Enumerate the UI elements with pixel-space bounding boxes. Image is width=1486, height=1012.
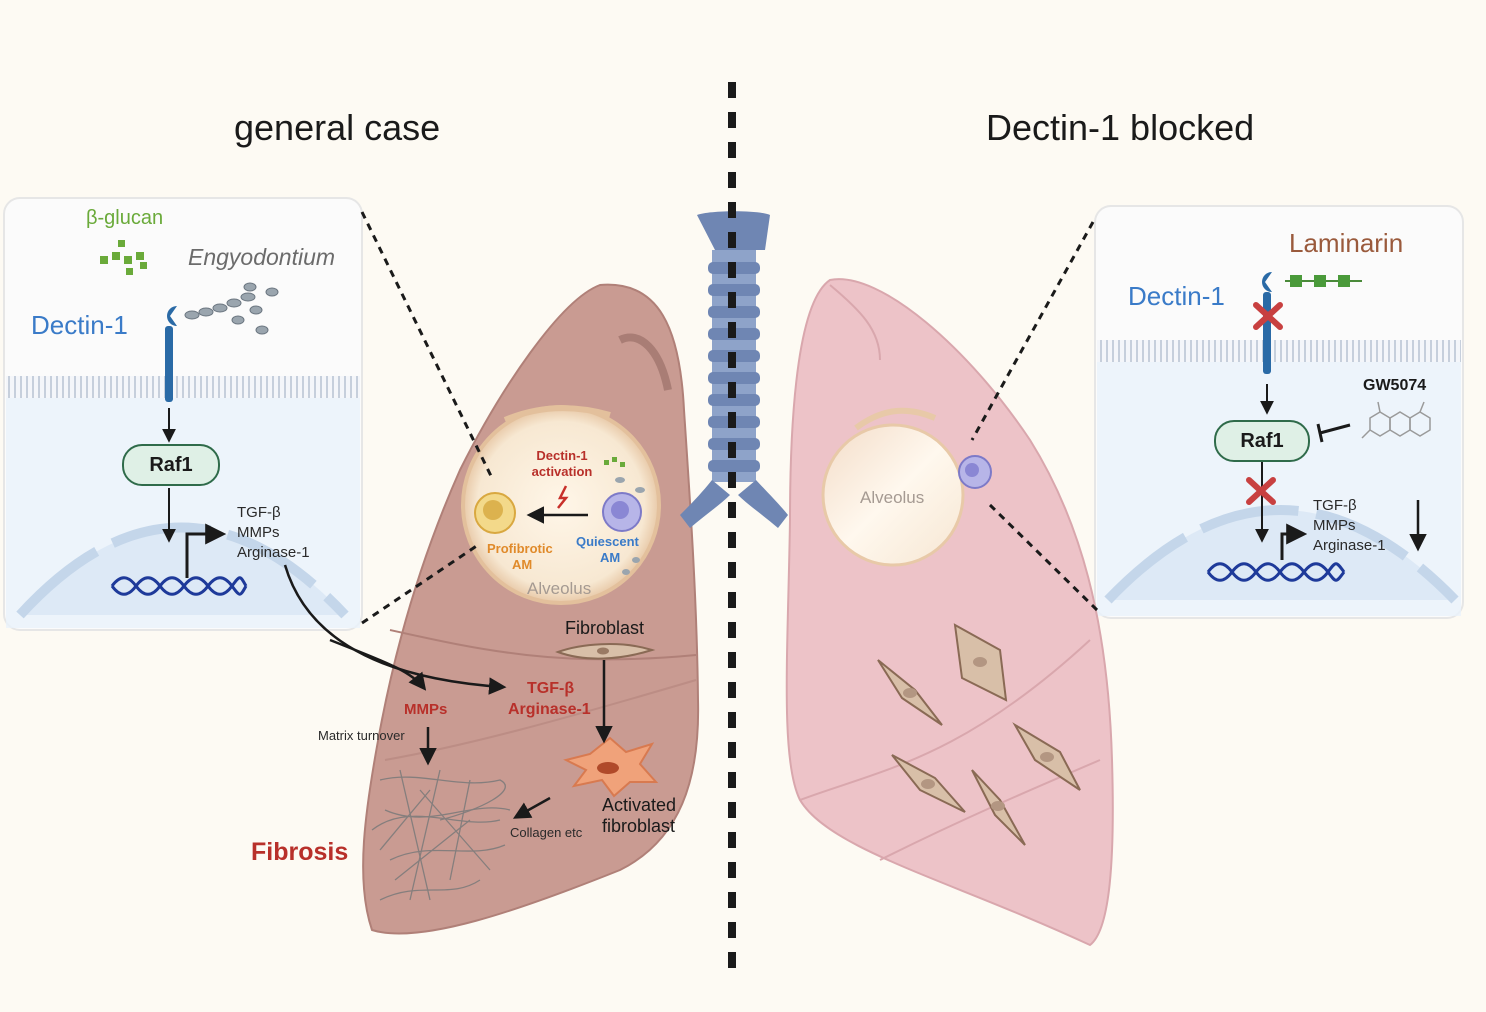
raf1-label: Raf1	[149, 453, 193, 476]
dectin-1-label-right: Dectin-1	[1128, 281, 1225, 311]
alveolus-right-label: Alveolus	[860, 488, 925, 507]
cell-membrane	[1097, 340, 1461, 362]
block-cross-icon	[1246, 477, 1276, 505]
mmps-label: MMPs	[404, 701, 448, 718]
matrix-turnover-label: Matrix turnover	[318, 728, 405, 743]
gene-arginase-1: Arginase-1	[237, 544, 310, 561]
quiescent-label-line2: AM	[600, 550, 621, 565]
title-dectin-1-blocked: Dectin-1 blocked	[986, 107, 1255, 148]
engyodontium-label: Engyodontium	[188, 244, 336, 270]
fibrosis-label: Fibrosis	[251, 838, 349, 866]
collagen-label: Collagen etc	[510, 825, 583, 840]
dectin-1-receptor-icon	[165, 306, 177, 402]
gene-arginase-1-right: Arginase-1	[1313, 537, 1386, 554]
profibrotic-label-line1: Profibrotic	[487, 541, 553, 556]
laminarin-icon	[1285, 275, 1362, 287]
title-general-case: general case	[234, 107, 441, 148]
profibrotic-macrophage-icon	[474, 492, 516, 534]
quiescent-macrophage-icon	[958, 455, 992, 489]
quiescent-label-line1: Quiescent	[576, 534, 639, 549]
dectin-activation-label-line1: Dectin-1	[536, 448, 588, 463]
gene-tgf-beta-right: TGF-β	[1313, 497, 1357, 514]
alveolus-left-label: Alveolus	[527, 579, 592, 598]
cell-membrane	[6, 376, 360, 398]
gene-tgf-beta: TGF-β	[237, 504, 281, 521]
activation-bolt-icon	[557, 485, 569, 509]
activated-fibroblast-label-line1: Activated	[602, 795, 677, 815]
activated-fibroblast-label-line2: fibroblast	[602, 816, 676, 836]
beta-glucan-icon	[100, 240, 147, 275]
arginase-1-label: Arginase-1	[508, 701, 591, 718]
quiescent-macrophage-icon	[602, 492, 642, 532]
fibroblast-label: Fibroblast	[565, 618, 645, 638]
gene-mmps: MMPs	[237, 524, 280, 541]
profibrotic-label-line2: AM	[512, 557, 533, 572]
engyodontium-spores-icon	[184, 282, 279, 335]
tgf-beta-label: TGF-β	[527, 680, 575, 697]
block-cross-icon	[1253, 302, 1283, 330]
raf1-node: Raf1	[122, 444, 220, 486]
laminarin-label: Laminarin	[1289, 228, 1404, 258]
beta-glucan-label: β-glucan	[86, 207, 164, 229]
raf1-node-right: Raf1	[1214, 420, 1310, 462]
gene-mmps-right: MMPs	[1313, 517, 1356, 534]
dectin-1-label: Dectin-1	[31, 310, 128, 340]
raf1-label-right: Raf1	[1240, 429, 1284, 452]
collagen-fibers	[371, 769, 511, 901]
alveolus-right	[821, 423, 965, 567]
dectin-activation-label-line2: activation	[531, 464, 593, 479]
zoom-lines	[360, 211, 1099, 625]
gw5074-label: GW5074	[1363, 377, 1427, 394]
left-lung	[283, 283, 700, 935]
dna-icon	[110, 576, 248, 596]
left-inset-panel	[3, 197, 363, 631]
dna-icon	[1206, 562, 1346, 582]
right-lung	[785, 278, 1114, 947]
gw5074-molecule-icon	[1361, 401, 1431, 439]
right-inset-panel	[1094, 205, 1464, 619]
nucleus-envelope	[16, 522, 349, 619]
